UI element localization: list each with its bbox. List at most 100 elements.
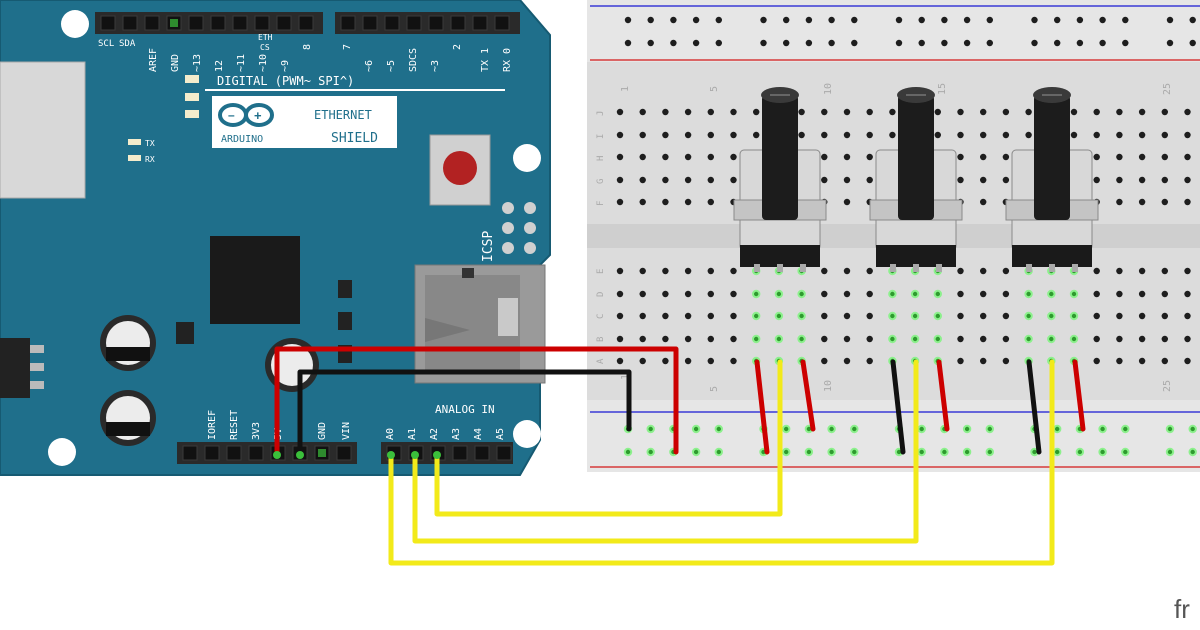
row-label-c: C <box>596 314 606 319</box>
pin-label-scl: SCL <box>98 39 114 49</box>
potentiometer <box>869 87 963 272</box>
potentiometer <box>1005 87 1099 272</box>
pin-label-13: ~13 <box>192 54 203 72</box>
potentiometer <box>733 87 827 272</box>
row-label-b: B <box>596 337 606 342</box>
pin-label-a3: A3 <box>451 428 462 440</box>
col-label-1: 1 <box>620 86 631 92</box>
led <box>185 75 199 83</box>
capacitor <box>100 390 156 446</box>
row-label-e: E <box>596 269 606 274</box>
pin-label-rx: RX 0 <box>502 48 513 72</box>
led <box>185 110 199 118</box>
ethernet-jack <box>0 61 86 199</box>
breadboard: J I H G F E D C B A 1 5 10 15 25 1 5 10 … <box>587 0 1200 472</box>
signal-wire-a0 <box>388 359 1055 566</box>
cs-label: CS <box>260 43 270 52</box>
col-label-25: 25 <box>1162 83 1173 95</box>
rx-label: RX <box>145 155 155 164</box>
pin-label-11: ~11 <box>236 54 247 72</box>
row-label-j: J <box>596 111 606 116</box>
mounting-hole <box>61 10 89 38</box>
digital-header-left <box>95 12 323 34</box>
svg-text:–: – <box>228 108 235 122</box>
rx-led <box>128 155 141 161</box>
pin-label-a2: A2 <box>429 428 440 440</box>
col-label-15: 15 <box>937 83 948 95</box>
pot3-ground-jumper <box>1026 359 1042 455</box>
analog-header <box>381 442 513 464</box>
tx-led <box>128 139 141 145</box>
signal-wire-a1 <box>412 359 919 544</box>
analog-in-label: ANALOG IN <box>435 403 495 416</box>
row-label-g: G <box>596 179 606 184</box>
pin-label-3v3: 3V3 <box>251 422 262 440</box>
col-label-5: 5 <box>709 86 720 92</box>
pin-label-a1: A1 <box>407 428 418 440</box>
power-header <box>177 442 357 464</box>
ground-wire <box>297 369 632 458</box>
logo-text: ARDUINO <box>221 134 263 145</box>
pin-label-sdcs: SDCS <box>408 48 419 72</box>
pin-label-3: ~3 <box>430 60 441 72</box>
row-label-h: H <box>596 156 606 161</box>
transistor <box>176 322 194 344</box>
pin-label-12: 12 <box>214 60 225 72</box>
icsp-header <box>502 202 536 254</box>
row-label-d: D <box>596 292 606 297</box>
row-label-i: I <box>596 134 606 139</box>
capacitor <box>100 315 156 371</box>
col-label-10: 10 <box>823 83 834 95</box>
mounting-hole <box>48 438 76 466</box>
digital-label: DIGITAL (PWM~ SPI^) <box>217 74 354 88</box>
mounting-hole <box>513 144 541 172</box>
power-wire-5v <box>274 346 679 458</box>
shield-subtitle: SHIELD <box>331 131 378 146</box>
pin-label-vin: VIN <box>341 422 352 440</box>
pin-label-2: 2 <box>452 44 463 50</box>
pin-label-a4: A4 <box>473 428 484 440</box>
arduino-ethernet-shield: ICSP SCL SDA AR <box>0 0 551 476</box>
pin-label-5: ~5 <box>386 60 397 72</box>
col-label-5-bottom: 5 <box>709 386 720 392</box>
icsp-label: ICSP <box>481 231 496 262</box>
pin-label-6: ~6 <box>364 60 375 72</box>
pin-label-ioref: IOREF <box>207 410 218 440</box>
reset-button <box>429 134 491 206</box>
pin-label-8: 8 <box>302 44 313 50</box>
pin-label-sda: SDA <box>119 39 136 49</box>
pin-label-gnd: GND <box>170 54 181 72</box>
pin-label-reset: RESET <box>229 410 240 440</box>
signal-wire-a2 <box>434 359 783 517</box>
sd-card-slot <box>414 264 546 384</box>
pin-label-10: ~10 <box>258 54 269 72</box>
row-label-a: A <box>596 358 606 364</box>
pin-label-a5: A5 <box>495 428 506 440</box>
row-label-f: F <box>596 201 606 206</box>
w5100-chip <box>210 236 300 324</box>
pin-label-tx: TX 1 <box>480 48 491 72</box>
svg-text:+: + <box>254 108 262 123</box>
pot2-power-jumper <box>936 359 950 432</box>
pot2-ground-jumper <box>890 359 906 455</box>
eth-label: ETH <box>258 33 273 42</box>
arduino-logo: – + ARDUINO ETHERNET SHIELD <box>212 96 397 148</box>
voltage-regulator <box>0 338 30 398</box>
col-label-1-bottom: 1 <box>620 374 631 380</box>
pot3-power-jumper <box>1072 359 1086 432</box>
pin-label-9: ~9 <box>280 60 291 72</box>
led <box>185 93 199 101</box>
pot1-power-jumper-2 <box>800 359 816 432</box>
shield-title: ETHERNET <box>314 108 372 122</box>
breadboard-holes <box>616 16 1197 457</box>
pin-label-7: 7 <box>342 44 353 50</box>
watermark: fr <box>1174 594 1190 624</box>
tx-label: TX <box>145 139 155 148</box>
mounting-hole <box>513 420 541 448</box>
digital-header-right <box>335 12 520 34</box>
pot1-power-jumper <box>754 359 770 455</box>
pin-label-gnd2: GND <box>317 422 328 440</box>
col-label-10-bottom: 10 <box>823 380 834 392</box>
col-label-25-bottom: 25 <box>1162 380 1173 392</box>
